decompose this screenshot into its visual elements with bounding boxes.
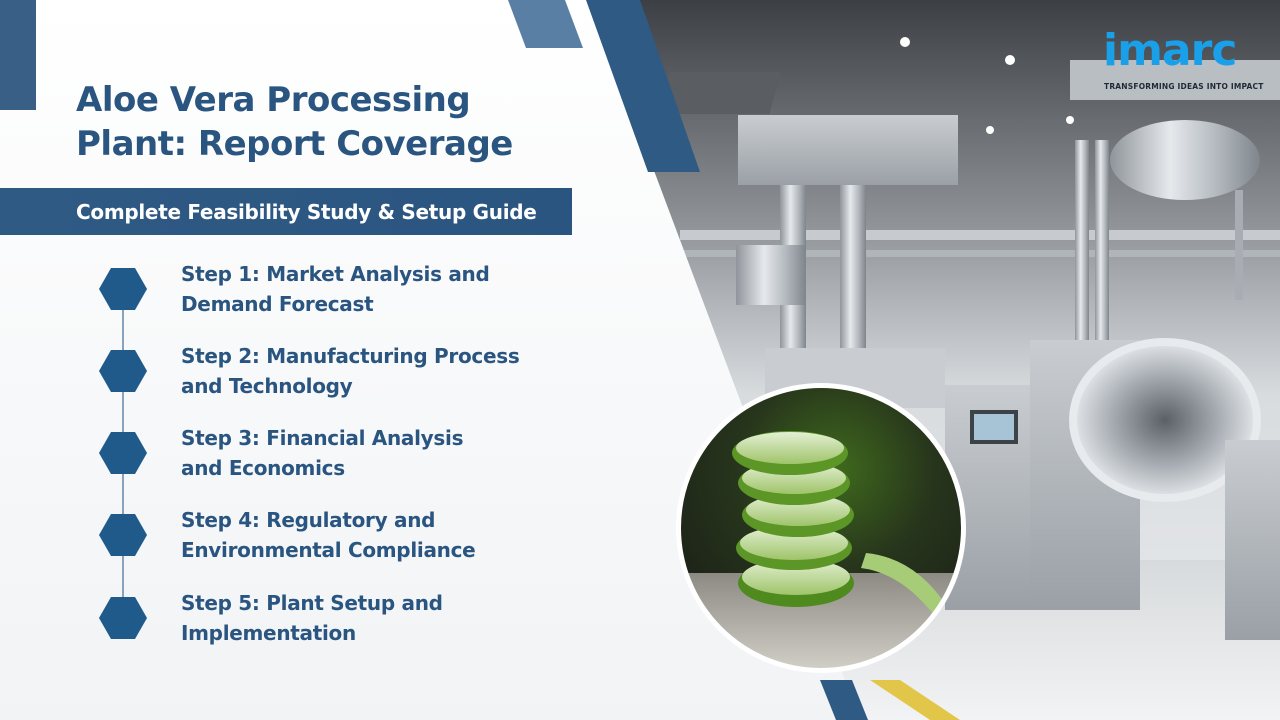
hexagon-icon: [99, 268, 147, 310]
step-5-line-2: Implementation: [181, 621, 356, 645]
title-line-1: Aloe Vera Processing: [76, 80, 471, 120]
step-3-line-2: and Economics: [181, 456, 345, 480]
hexagon-icon: [99, 597, 147, 639]
hexagon-icon: [99, 514, 147, 556]
accent-bar: [0, 0, 36, 110]
step-1-line-1: Step 1: Market Analysis and: [181, 262, 490, 286]
step-2-line-1: Step 2: Manufacturing Process: [181, 344, 520, 368]
step-5: Step 5: Plant Setup and Implementation: [181, 588, 601, 648]
hexagon-icon: [99, 350, 147, 392]
subtitle: Complete Feasibility Study & Setup Guide: [76, 200, 537, 224]
step-5-line-1: Step 5: Plant Setup and: [181, 591, 443, 615]
step-3: Step 3: Financial Analysis and Economics: [181, 423, 601, 483]
step-2: Step 2: Manufacturing Process and Techno…: [181, 341, 601, 401]
title-line-2: Plant: Report Coverage: [76, 124, 513, 164]
page-title: Aloe Vera Processing Plant: Report Cover…: [76, 78, 596, 166]
step-4-line-1: Step 4: Regulatory and: [181, 508, 436, 532]
step-1: Step 1: Market Analysis and Demand Forec…: [181, 259, 601, 319]
step-4-line-2: Environmental Compliance: [181, 538, 476, 562]
step-3-line-1: Step 3: Financial Analysis: [181, 426, 464, 450]
step-4: Step 4: Regulatory and Environmental Com…: [181, 505, 601, 565]
hexagon-icon: [99, 432, 147, 474]
step-1-line-2: Demand Forecast: [181, 292, 374, 316]
imarc-logo[interactable]: imarc TRANSFORMING IDEAS INTO IMPACT: [1103, 26, 1263, 96]
aloe-vera-photo: [676, 383, 966, 673]
logo-wordmark: imarc: [1103, 25, 1237, 76]
subtitle-banner: [0, 188, 572, 235]
logo-tagline: TRANSFORMING IDEAS INTO IMPACT: [1104, 82, 1264, 91]
step-2-line-2: and Technology: [181, 374, 353, 398]
